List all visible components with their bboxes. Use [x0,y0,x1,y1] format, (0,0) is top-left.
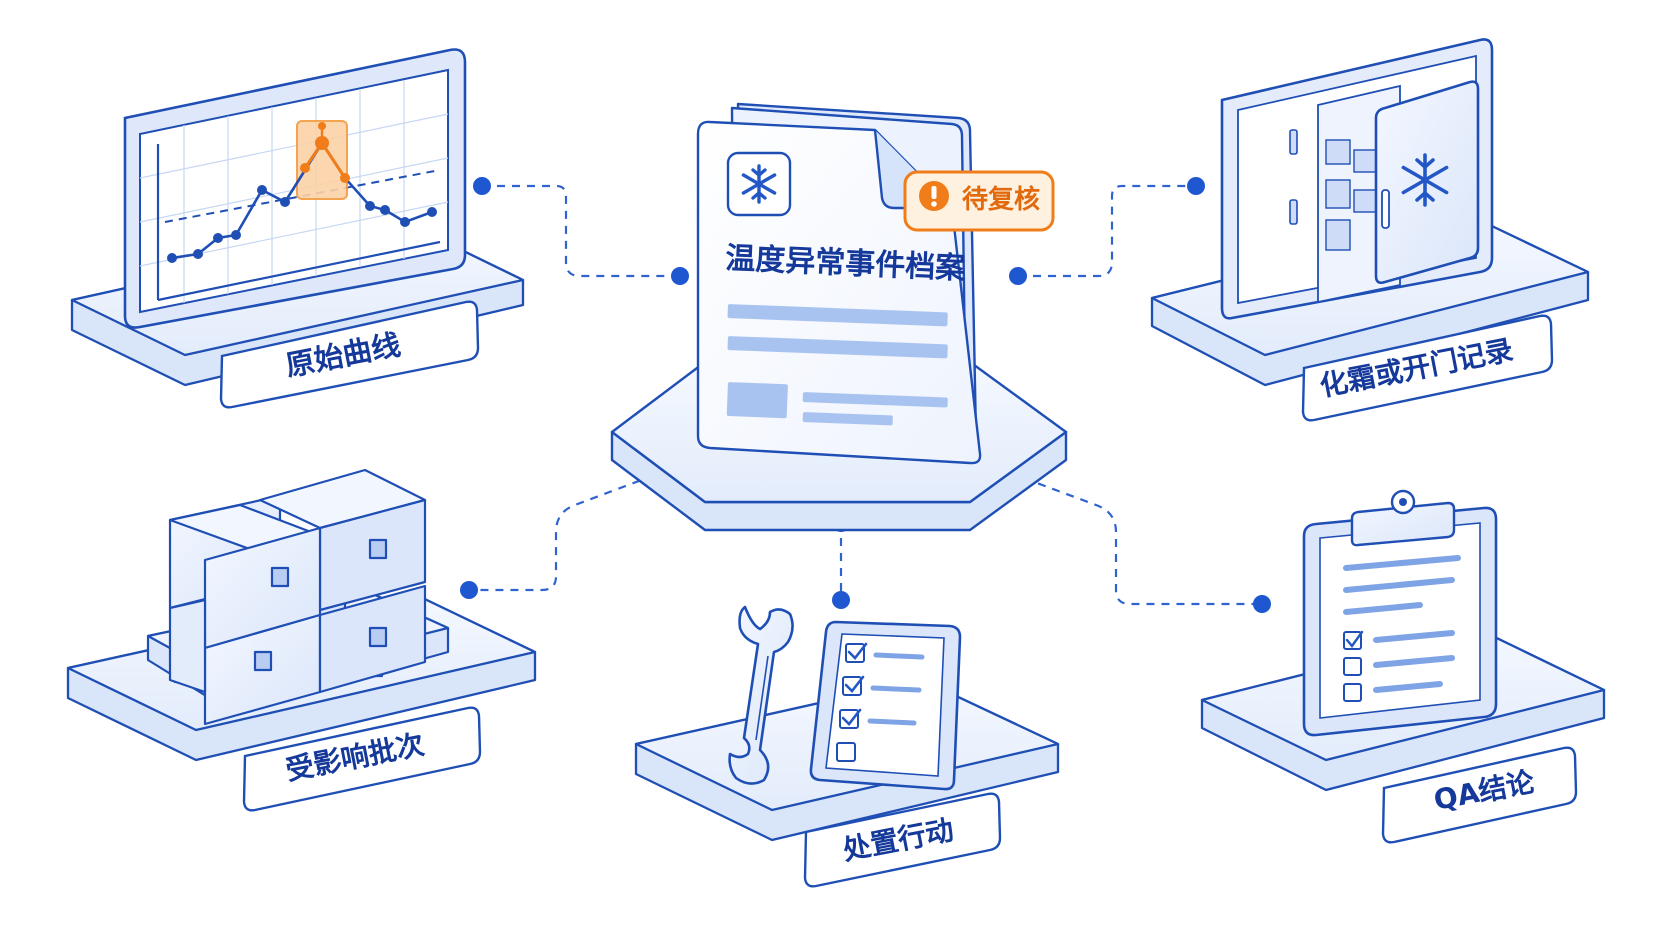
connector-defrost-record [1018,184,1196,278]
connector-dot [671,267,689,285]
badge-label: 待复核 [962,184,1040,215]
connectors [469,184,1262,606]
pending-review-badge[interactable]: 待复核 [903,170,1055,232]
connector-dot [1253,595,1271,613]
module-defrost-door-record[interactable]: 化霜或开门记录 [1150,38,1590,422]
module-label-plate: 处置行动 [803,792,1002,888]
connector-dot [460,581,478,599]
connector-dot [1009,267,1027,285]
line-chart-icon [123,48,467,329]
exclamation-icon [919,181,949,211]
connector-dot [473,177,491,195]
clipboard-checklist-icon [1302,489,1498,737]
center-node[interactable]: 待复核 温度异常事件档案 [610,102,1068,532]
snowflake-icon [726,151,792,217]
module-disposal-actions[interactable]: 处置行动 [634,605,1060,888]
document-text-lines [726,304,948,426]
connector-qa-conclusion [1009,471,1262,606]
module-qa-conclusion[interactable]: QA结论 [1200,489,1606,844]
connector-dot [1187,177,1205,195]
module-label-plate: 原始曲线 [219,300,480,409]
connector-affected-batches [469,468,669,592]
checklist-icon [809,620,962,791]
connector-dot [832,591,850,609]
module-affected-batches[interactable]: 受影响批次 [66,468,537,812]
wrench-icon [728,605,794,785]
freezer-door-icon [1220,38,1494,320]
module-label-plate: QA结论 [1381,746,1578,844]
pallet-boxes-icon [146,468,450,726]
module-label-plate: 受影响批次 [242,706,482,812]
connector-raw-curve [482,184,680,278]
module-raw-curve[interactable]: 原始曲线 [70,48,525,409]
